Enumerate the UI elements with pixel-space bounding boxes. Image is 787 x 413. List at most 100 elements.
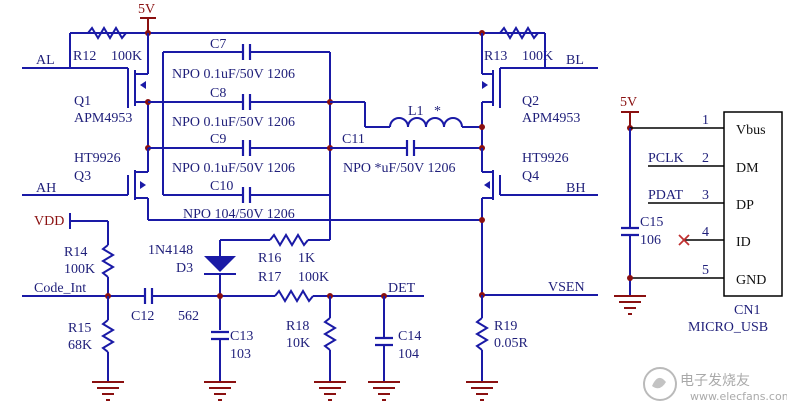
c11-value: NPO *uF/50V 1206 xyxy=(343,161,456,176)
l1-value: * xyxy=(434,104,441,119)
r12-ref: R12 xyxy=(73,49,96,64)
c14-value: 104 xyxy=(398,347,419,362)
watermark-logo: 电子发烧友 www.elecfans.com xyxy=(643,367,787,403)
connector-cn1-body xyxy=(723,111,783,297)
no-connect-icon xyxy=(678,234,690,246)
ground-icon xyxy=(204,381,236,401)
junction xyxy=(627,275,633,281)
c10-ref: C10 xyxy=(210,179,233,194)
c14-ref: C14 xyxy=(398,329,421,344)
r14-ref: R14 xyxy=(64,245,87,260)
resistor-r15 xyxy=(101,296,115,382)
net-ah: AH xyxy=(36,181,56,196)
c7-ref: C7 xyxy=(210,37,226,52)
junction xyxy=(217,293,223,299)
q2-ref: Q2 xyxy=(522,94,539,109)
d3-part: 1N4148 xyxy=(148,243,193,258)
mosfet-q3 xyxy=(22,148,149,220)
net-bh: BH xyxy=(566,181,585,196)
q4-ref: Q4 xyxy=(522,169,539,184)
r13-ref: R13 xyxy=(484,49,507,64)
q2-part: APM4953 xyxy=(522,111,580,126)
c8-ref: C8 xyxy=(210,86,226,101)
mosfet-q1 xyxy=(127,33,149,148)
r16-value: 1K xyxy=(298,251,315,266)
pin-3-num: 3 xyxy=(702,188,709,203)
pin-1-name: Vbus xyxy=(736,123,766,138)
c12-value: 562 xyxy=(178,309,199,324)
diode-d3 xyxy=(204,240,236,330)
ground-icon xyxy=(314,381,346,401)
capacitor-c7 xyxy=(163,44,330,60)
pin-5-name: GND xyxy=(736,273,766,288)
resistor-r19 xyxy=(475,295,489,382)
q1-part: APM4953 xyxy=(74,111,132,126)
inductor-l1 xyxy=(330,101,482,128)
watermark-url: www.elecfans.com xyxy=(690,390,787,403)
net-vsen: VSEN xyxy=(548,280,585,295)
c12-ref: C12 xyxy=(131,309,154,324)
q4-part: HT9926 xyxy=(522,151,569,166)
junction xyxy=(479,217,485,223)
c9-value: NPO 0.1uF/50V 1206 xyxy=(172,161,295,176)
ground-icon xyxy=(614,295,646,315)
net-pclk: PCLK xyxy=(648,151,684,166)
ground-icon xyxy=(92,381,124,401)
r17-ref: R17 xyxy=(258,270,281,285)
l1-ref: L1 xyxy=(408,104,424,119)
net-code-int: Code_Int xyxy=(34,281,86,296)
q3-ref: Q3 xyxy=(74,169,91,184)
c15-value: 106 xyxy=(640,233,661,248)
pin-5-num: 5 xyxy=(702,263,709,278)
capacitor-c11 xyxy=(330,140,482,156)
c13-ref: C13 xyxy=(230,329,253,344)
r15-value: 68K xyxy=(68,338,92,353)
c15-ref: C15 xyxy=(640,215,663,230)
c9-ref: C9 xyxy=(210,132,226,147)
c7-value: NPO 0.1uF/50V 1206 xyxy=(172,67,295,82)
r19-value: 0.05R xyxy=(494,336,529,351)
capacitor-c13 xyxy=(211,330,229,382)
connector-5v-label: 5V xyxy=(620,95,637,110)
pin-1-num: 1 xyxy=(702,113,709,128)
cn1-part: MICRO_USB xyxy=(688,320,768,335)
d3-ref: D3 xyxy=(176,261,193,276)
resistor-r18 xyxy=(323,296,337,382)
mosfet-q4 xyxy=(481,148,598,295)
net-det: DET xyxy=(388,281,416,296)
capacitor-c9 xyxy=(163,140,330,156)
resistor-r12 xyxy=(87,26,127,40)
c8-value: NPO 0.1uF/50V 1206 xyxy=(172,115,295,130)
capacitor-c8 xyxy=(163,94,330,110)
watermark-text: 电子发烧友 xyxy=(680,373,750,389)
resistor-r16 xyxy=(269,233,330,247)
c10-value: NPO 104/50V 1206 xyxy=(183,207,295,222)
capacitor-c10 xyxy=(163,187,330,203)
net-vdd: VDD xyxy=(34,214,64,229)
ground-icon xyxy=(466,381,498,401)
r12-value: 100K xyxy=(111,49,142,64)
r15-ref: R15 xyxy=(68,321,91,336)
c11-ref: C11 xyxy=(342,132,365,147)
pin-3-name: DP xyxy=(736,198,754,213)
ground-icon xyxy=(368,381,400,401)
r18-ref: R18 xyxy=(286,319,309,334)
pin-4-num: 4 xyxy=(702,225,709,240)
junction xyxy=(479,124,485,130)
c13-value: 103 xyxy=(230,347,251,362)
pin-2-name: DM xyxy=(736,161,759,176)
pin-2-num: 2 xyxy=(702,151,709,166)
net-bl: BL xyxy=(566,53,584,68)
capacitor-c14 xyxy=(375,296,393,382)
r13-value: 100K xyxy=(522,49,553,64)
pin-4-name: ID xyxy=(736,235,751,250)
q1-ref: Q1 xyxy=(74,94,91,109)
net-pdat: PDAT xyxy=(648,188,683,203)
net-al: AL xyxy=(36,53,55,68)
cn1-ref: CN1 xyxy=(734,303,760,318)
r19-ref: R19 xyxy=(494,319,517,334)
r16-ref: R16 xyxy=(258,251,281,266)
resistor-r14 xyxy=(101,244,115,296)
